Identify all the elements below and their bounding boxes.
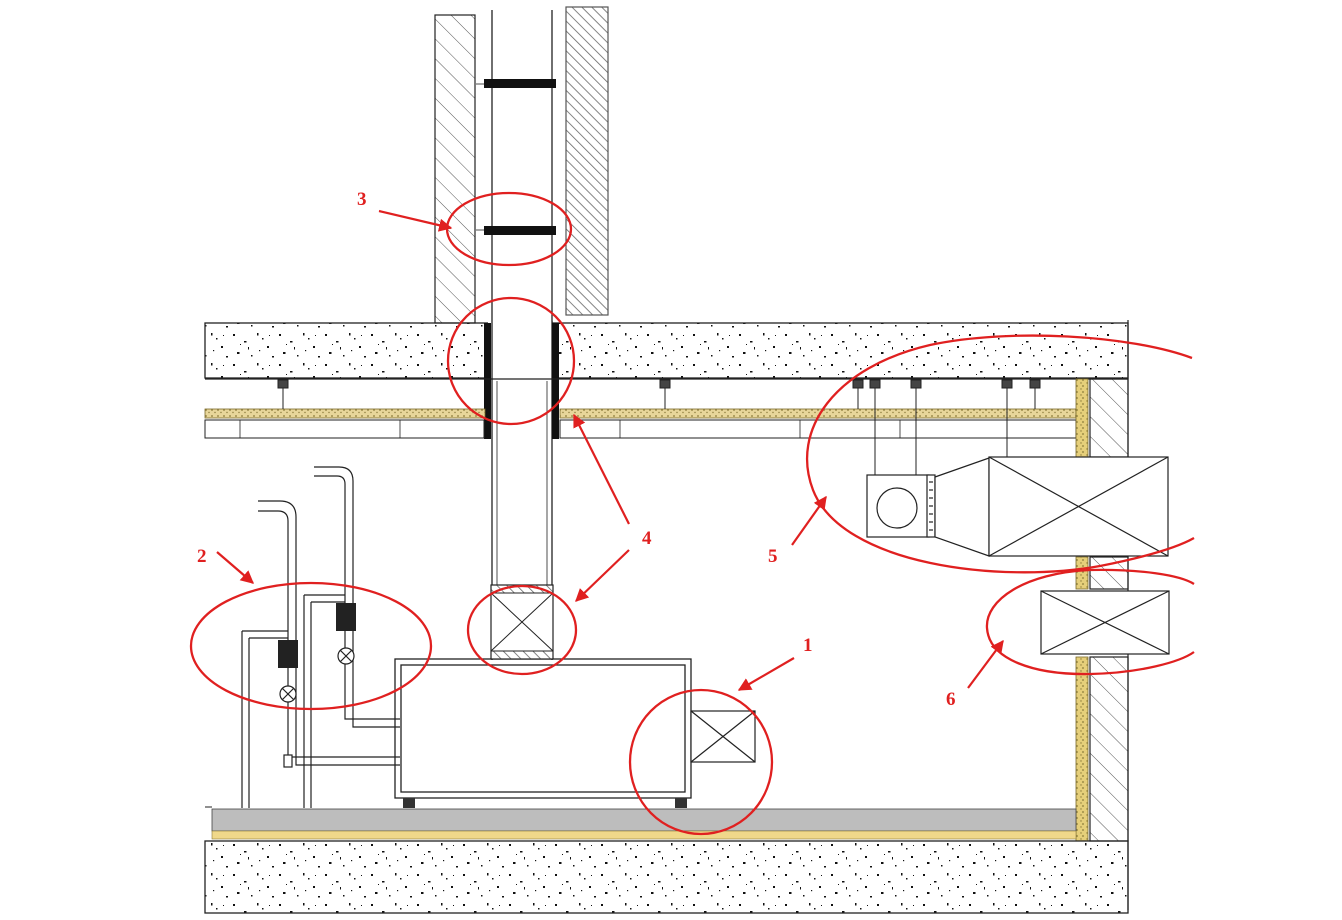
- callout-label-6: 6: [946, 689, 956, 710]
- annotation-arrows: [216, 209, 1004, 691]
- outlet-damper: [690, 710, 756, 763]
- callout-label-1: 1: [803, 635, 813, 656]
- callout-arrow-1: [737, 657, 795, 691]
- callout-circle-4-lower: [466, 584, 578, 676]
- shaft-walls: [434, 6, 609, 324]
- suspended-ceiling: [204, 378, 1128, 439]
- callout-label-5: 5: [768, 546, 778, 567]
- callout-circle-1: [628, 688, 774, 836]
- pipe-valve: [279, 685, 297, 703]
- pipe-valve: [337, 647, 355, 665]
- piping: [241, 466, 400, 808]
- duct-support-bracket: [484, 226, 556, 235]
- callout-circle-6: [985, 568, 1195, 676]
- duct-support-bracket: [484, 79, 556, 88]
- callout-arrow-6: [967, 639, 1004, 689]
- callout-label-3: 3: [357, 189, 367, 210]
- floor-construction: [204, 806, 1129, 914]
- ceiling-fan-unit: [866, 456, 1169, 557]
- air-handling-unit: [394, 658, 692, 799]
- callout-arrow-4-lower: [575, 549, 630, 602]
- flexible-connector: [490, 584, 554, 660]
- callout-arrow-5: [791, 495, 827, 546]
- exterior-wall-right: [1075, 320, 1129, 910]
- shaft-wall-right: [565, 6, 609, 316]
- ceiling-slab: [204, 321, 1129, 381]
- callout-arrow-2: [216, 551, 255, 584]
- callout-arrow-3: [378, 209, 453, 232]
- pipe-vibration-isolator: [336, 603, 356, 631]
- callout-circle-2: [189, 581, 433, 711]
- callout-label-4: 4: [642, 528, 652, 549]
- slab-penetration-seal: [484, 323, 491, 439]
- unit-vibration-mount: [403, 798, 687, 808]
- ceiling-hangers: [277, 379, 1041, 475]
- callout-circle-5: [805, 334, 1195, 574]
- callout-circle-4-upper: [446, 296, 576, 426]
- callout-labels: 1 2 3 4 5 6: [197, 189, 956, 710]
- shaft-wall-left: [434, 14, 476, 324]
- slab-penetration-seal: [552, 323, 559, 439]
- callout-arrow-4-upper: [573, 413, 630, 525]
- callout-label-2: 2: [197, 546, 207, 567]
- pipe-vibration-isolator: [278, 640, 298, 668]
- wall-damper: [1040, 590, 1170, 655]
